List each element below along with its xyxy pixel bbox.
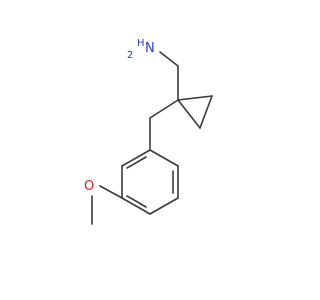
bond-ring-3 xyxy=(149,197,179,215)
bond-ring-4 xyxy=(121,197,151,215)
bond-cq-benzyl-ch2 xyxy=(149,99,179,119)
bond-n-ch2 xyxy=(159,51,179,67)
bond-ring-double-3 xyxy=(126,156,147,169)
bond-cyclopropane-1 xyxy=(177,95,213,101)
bond-ring-6 xyxy=(121,149,151,167)
atom-label-hydrogen: H xyxy=(137,38,145,49)
bond-cyclopropane-3 xyxy=(177,99,201,129)
bond-ring-1 xyxy=(149,149,179,167)
atom-label-oxygen: O xyxy=(84,179,94,194)
bond-ring-oxygen xyxy=(99,185,123,199)
molecule-structure: N H 2 O xyxy=(84,38,213,225)
bond-ring-double-2 xyxy=(126,195,147,208)
atom-label-hydrogen-count: 2 xyxy=(127,50,133,61)
bond-cyclopropane-2 xyxy=(199,95,213,129)
atom-label-nitrogen: N xyxy=(145,41,155,56)
